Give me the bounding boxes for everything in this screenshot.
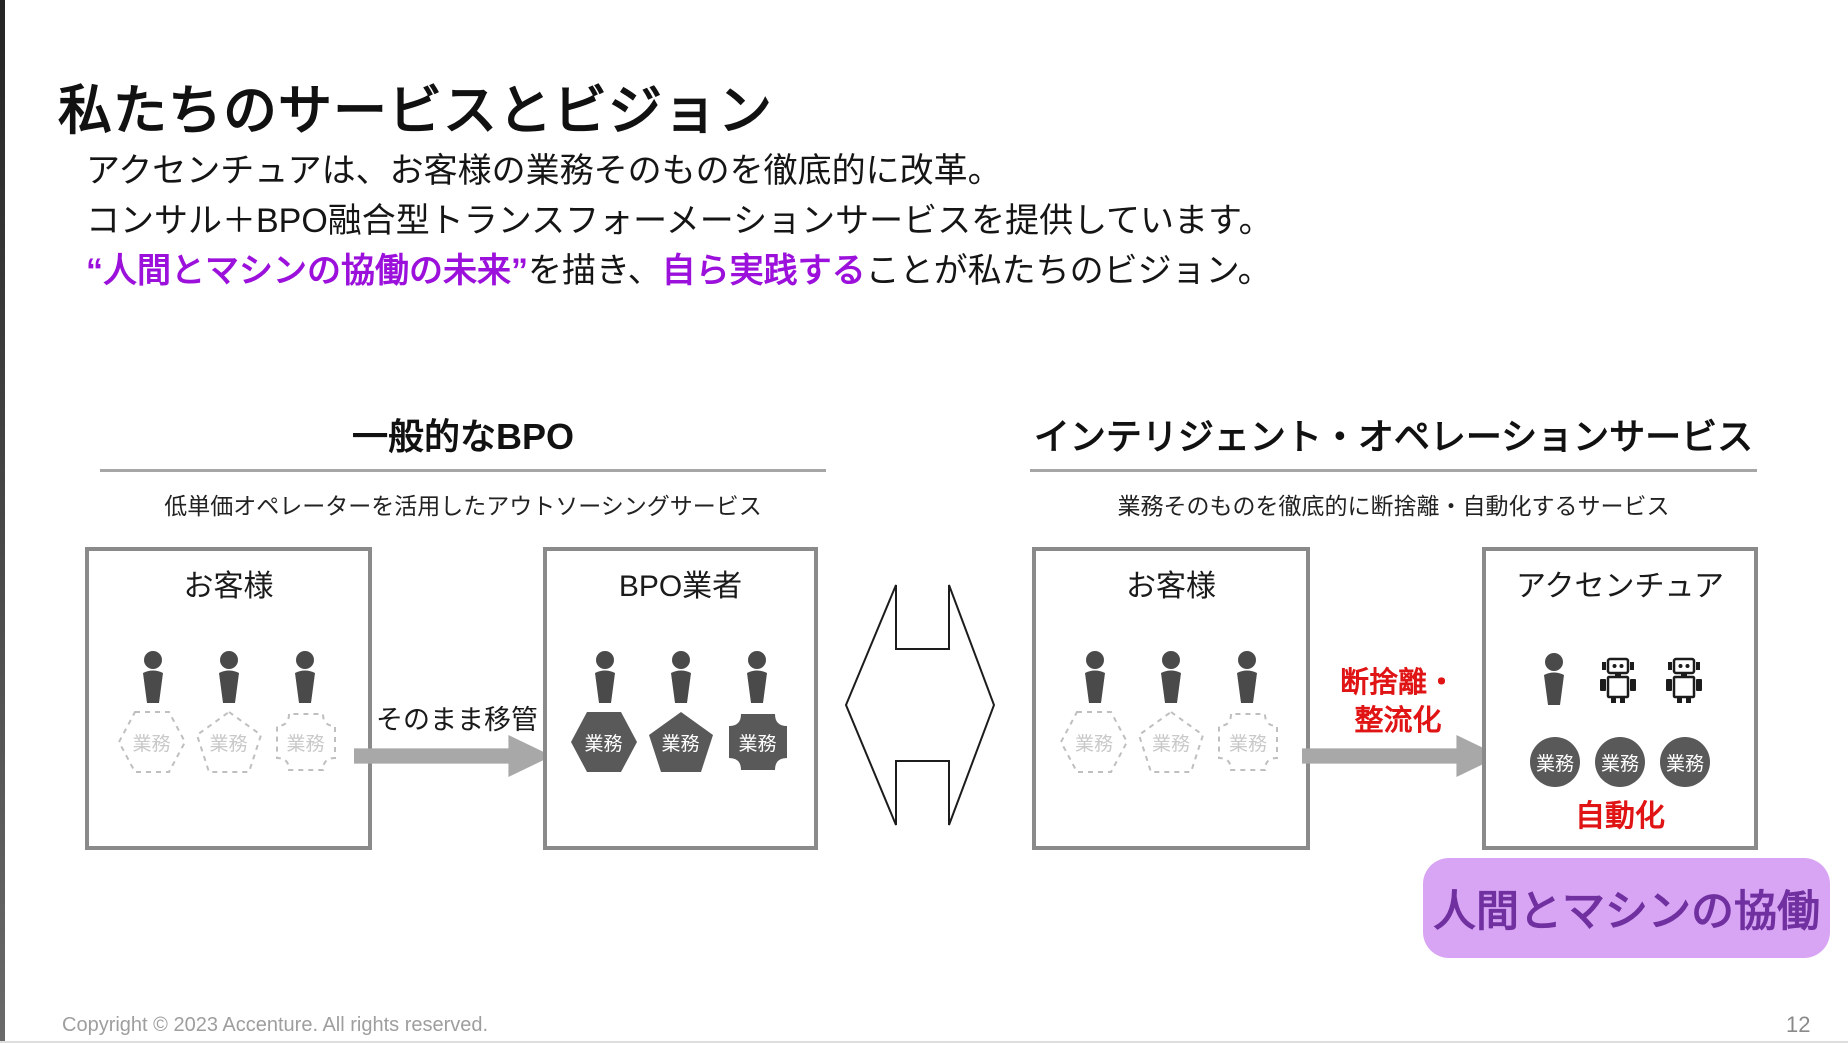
accenture-box: アクセンチュア 業務 業 <box>1482 547 1758 850</box>
transfer-arrow-label: そのまま移管 <box>376 705 538 735</box>
task-shape-pentagon-dashed: 業務 <box>1137 711 1205 773</box>
right-heading-underline <box>1030 469 1757 472</box>
person-icon <box>1544 653 1564 705</box>
bpo-vendor-box-title: BPO業者 <box>618 570 743 603</box>
person-icon <box>594 651 615 703</box>
intro-line-3: “人間とマシンの協働の未来”を描き、自ら実践することが私たちのビジョン。 <box>86 252 1272 290</box>
customer-left-people-row <box>89 651 368 703</box>
robot-icon <box>1666 657 1702 703</box>
vision-quote-text: “人間とマシンの協働の未来” <box>86 252 528 290</box>
task-circle: 業務 <box>1530 737 1580 787</box>
vision-emphasis-text: 自ら実践する <box>661 252 866 290</box>
intro-line-1: アクセンチュアは、お客様の業務そのものを徹底的に改革。 <box>86 152 1002 190</box>
copyright-notice: Copyright © 2023 Accenture. All rights r… <box>62 1014 489 1036</box>
task-shape-pentagon-dashed: 業務 <box>195 711 263 773</box>
left-section-subtitle: 低単価オペレーターを活用したアウトソーシングサービス <box>164 493 762 519</box>
slide-title: 私たちのサービスとビジョン <box>58 81 773 141</box>
left-section-heading: 一般的なBPO <box>351 416 574 457</box>
task-circle: 業務 <box>1595 737 1645 787</box>
task-shape-plaque-dashed: 業務 <box>272 711 340 773</box>
person-icon <box>1237 651 1257 703</box>
bpo-vendor-task-row: 業務 業務 業務 <box>547 711 814 773</box>
customer-box-right: お客様 業務 業務 業務 <box>1032 547 1310 850</box>
automation-label: 自動化 <box>1575 800 1665 833</box>
right-section-heading: インテリジェント・オペレーションサービス <box>1033 416 1754 457</box>
intro-paragraph: アクセンチュアは、お客様の業務そのものを徹底的に改革。 コンサル＋BPO融合型ト… <box>86 146 1273 296</box>
person-icon <box>1161 651 1181 703</box>
person-icon <box>1085 651 1105 703</box>
person-icon <box>746 651 767 703</box>
customer-box-left-title: お客様 <box>183 570 274 603</box>
task-shape-hexagon-solid: 業務 <box>570 711 638 773</box>
task-shape-pentagon-solid: 業務 <box>647 711 715 773</box>
right-section-subtitle: 業務そのものを徹底的に断捨離・自動化するサービス <box>1117 493 1670 519</box>
task-shape-hexagon-dashed: 業務 <box>117 711 186 773</box>
screen-bottom-edge <box>0 1041 1848 1043</box>
customer-right-task-row: 業務 業務 業務 <box>1036 711 1306 773</box>
compare-double-arrow-icon <box>845 584 995 826</box>
intro-line-2: コンサル＋BPO融合型トランスフォーメーションサービスを提供しています。 <box>86 202 1273 240</box>
customer-right-people-row <box>1036 651 1306 703</box>
bpo-vendor-box: BPO業者 業務 業務 業務 <box>543 547 818 850</box>
person-icon <box>294 651 315 703</box>
customer-box-right-title: お客様 <box>1126 570 1216 603</box>
human-machine-collaboration-banner: 人間とマシンの協働 <box>1423 858 1830 958</box>
screen-left-edge <box>0 0 5 1043</box>
accenture-task-row: 業務 業務 業務 <box>1486 737 1754 787</box>
customer-left-task-row: 業務 業務 業務 <box>89 711 368 773</box>
person-icon <box>670 651 691 703</box>
transfer-arrow-icon <box>354 735 552 777</box>
person-icon <box>218 651 239 703</box>
accenture-people-row <box>1486 653 1754 705</box>
reduction-arrow-icon <box>1302 735 1500 777</box>
customer-box-left: お客様 業務 業務 業務 <box>85 547 372 850</box>
person-icon <box>142 651 163 703</box>
task-shape-hexagon-dashed: 業務 <box>1060 711 1128 773</box>
task-circle: 業務 <box>1660 737 1710 787</box>
task-shape-plaque-dashed: 業務 <box>1214 711 1282 773</box>
page-number: 12 <box>1786 1012 1811 1037</box>
accenture-box-title: アクセンチュア <box>1516 570 1724 603</box>
left-heading-underline <box>100 469 826 472</box>
task-shape-plaque-solid: 業務 <box>724 711 792 773</box>
bpo-vendor-people-row <box>547 651 814 703</box>
robot-icon <box>1600 657 1636 703</box>
reduction-arrow-label: 断捨離・ 整流化 <box>1339 667 1456 738</box>
